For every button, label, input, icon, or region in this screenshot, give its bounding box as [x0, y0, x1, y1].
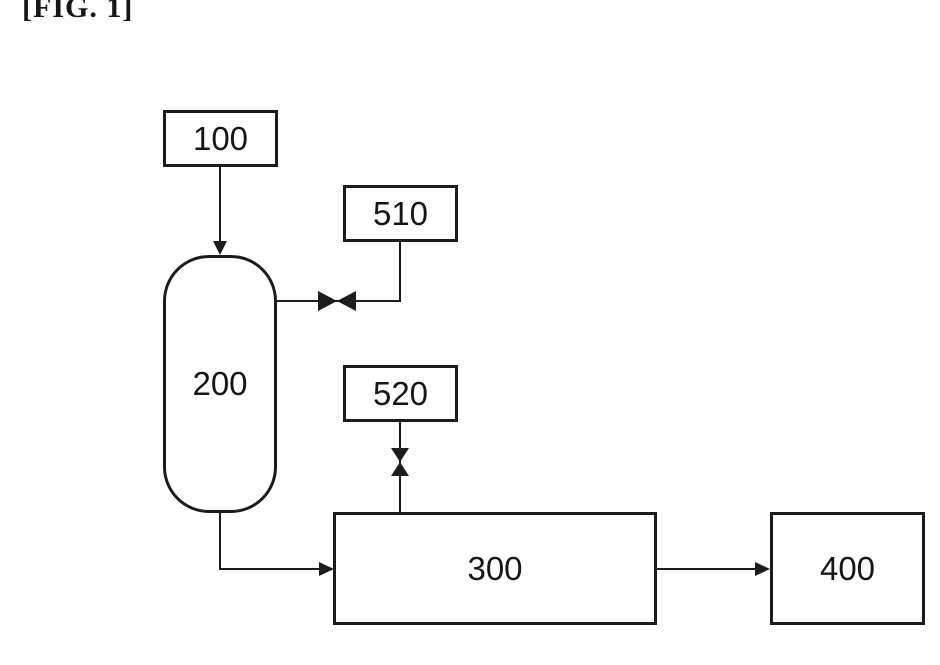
valve-520-icon [391, 448, 409, 462]
valve-510-icon [318, 291, 337, 311]
connector-200-300-horizontal-line [219, 568, 320, 570]
valve-510-icon [337, 291, 356, 311]
valve-520-icon [391, 462, 409, 476]
figure-caption: [FIG. 1] [22, 0, 134, 24]
node-400-label: 400 [819, 549, 876, 587]
connector-100-200-line [219, 167, 221, 243]
node-300-box: 300 [333, 512, 657, 625]
connector-300-400-line [657, 568, 757, 570]
node-200-label: 200 [192, 365, 248, 402]
node-400-box: 400 [770, 512, 925, 625]
node-300-label: 300 [467, 549, 523, 587]
arrowhead-down-icon [213, 241, 227, 255]
node-520-label: 520 [372, 374, 429, 412]
node-510-label: 510 [372, 194, 429, 232]
node-200-vessel: 200 [163, 255, 277, 513]
node-520-box: 520 [343, 365, 458, 422]
connector-510-vertical-line [399, 242, 401, 302]
node-100-box: 100 [163, 110, 278, 167]
connector-200-300-vertical-line [219, 512, 221, 569]
node-510-box: 510 [343, 185, 458, 242]
node-100-label: 100 [192, 119, 249, 157]
arrowhead-right-icon [755, 562, 770, 576]
arrowhead-right-icon [319, 562, 334, 576]
